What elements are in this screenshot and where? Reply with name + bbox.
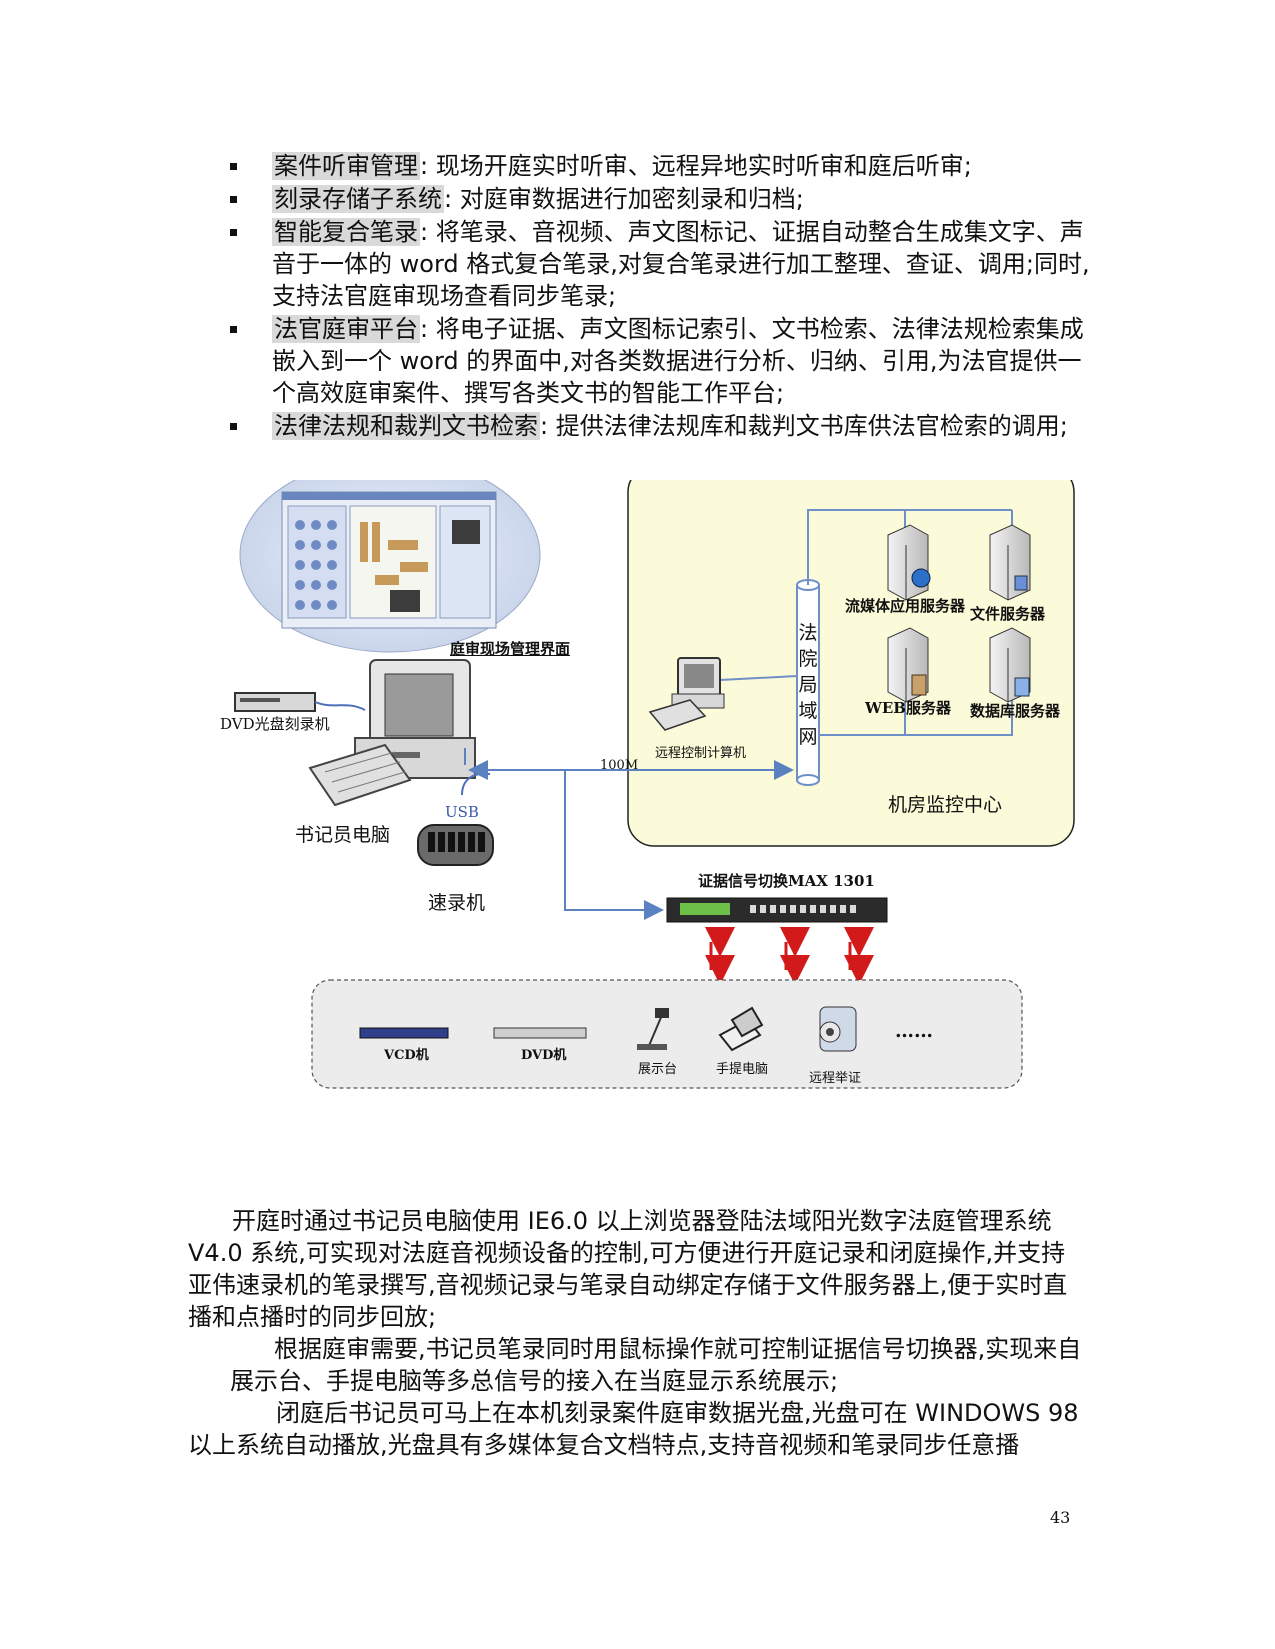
db-server-label: 数据库服务器 [970,702,1061,720]
remote-pc-label: 远程控制计算机 [655,746,747,761]
list-item-text: : 将笔录、音视频、声文图标记、证据自动整合生成集文字、声音于一体的 word … [272,218,1090,310]
bullet-square-icon [230,196,237,203]
lan-label: 法院局域网 [798,622,818,748]
device-icons [359,1006,857,1052]
list-item-text: : 提供法律法规库和裁判文书库供法官检索的调用; [540,412,1068,440]
list-item-text: : 现场开庭实时听审、远程异地实时听审和庭后听审; [420,152,972,180]
dvd-burner [234,692,366,712]
paragraph-3: 闭庭后书记员可马上在本机刻录案件庭审数据光盘,光盘可在 WINDOWS 98 以… [188,1399,1079,1459]
list-item-text: : 将电子证据、声文图标记索引、文书检索、法律法规检索集成嵌入到一个 word … [272,315,1084,407]
clerk-computer [308,659,476,807]
list-item: 案件听审管理: 现场开庭实时听审、远程异地实时听审和庭后听审; [230,150,1090,182]
file-server-label: 文件服务器 [970,605,1046,623]
system-architecture-diagram: 庭审现场管理界面 DVD光盘刻录机 书记员电脑 USB 速录机 100M 远程控… [200,480,1130,1145]
laptop-label: 手提电脑 [716,1062,769,1077]
paragraph-2: 根据庭审需要,书记员笔录同时用鼠标操作就可控制证据信号切换器,实现来自展示台、手… [230,1335,1082,1395]
list-item-term: 案件听审管理 [272,152,420,180]
usb-label: USB [445,803,479,821]
list-item-text: : 对庭审数据进行加密刻录和归档; [444,185,804,213]
list-item: 智能复合笔录: 将笔录、音视频、声文图标记、证据自动整合生成集文字、声音于一体的… [230,216,1090,312]
screen-caption: 庭审现场管理界面 [450,640,571,658]
list-item-term: 法律法规和裁判文书检索 [272,412,540,440]
remote-computer [648,657,725,731]
clerk-pc-label: 书记员电脑 [295,824,391,846]
projector-label: 展示台 [638,1062,678,1077]
list-item: 刻录存储子系统: 对庭审数据进行加密刻录和归档; [230,183,1090,215]
diagram-graphics [234,480,1075,1089]
bullet-square-icon [230,229,237,236]
vcd-label: VCD机 [384,1048,429,1063]
feature-list: 案件听审管理: 现场开庭实时听审、远程异地实时听审和庭后听审; 刻录存储子系统:… [230,150,1090,443]
monitor-center-label: 机房监控中心 [888,794,1003,816]
bullet-square-icon [230,163,237,170]
list-item: 法律法规和裁判文书检索: 提供法律法规库和裁判文书库供法官检索的调用; [230,410,1090,442]
streaming-server-label: 流媒体应用服务器 [845,597,966,615]
page-number: 43 [1050,1508,1071,1527]
list-item-term: 刻录存储子系统 [272,185,444,213]
switcher-label: 证据信号切换MAX 1301 [698,872,875,890]
monitoring-center-box [627,480,1075,847]
bullet-square-icon [230,326,237,333]
network-arrows [464,748,794,920]
dvd-label: DVD机 [521,1048,567,1063]
server-icons [887,524,1031,703]
dvd-burner-label: DVD光盘刻录机 [220,715,330,733]
list-item-term: 智能复合笔录 [272,218,420,246]
server-connections [719,509,1013,736]
list-item: 法官庭审平台: 将电子证据、声文图标记索引、文书检索、法律法规检索集成嵌入到一个… [230,313,1090,409]
remote-evidence-label: 远程举证 [809,1071,862,1086]
bidirectional-arrows [705,927,874,985]
screen-oval [239,480,541,653]
speed-label: 100M [600,758,639,773]
bullet-square-icon [230,423,237,430]
list-item-term: 法官庭审平台 [272,315,420,343]
stenotype-label: 速录机 [428,892,486,914]
web-server-label: WEB服务器 [865,699,951,717]
signal-switcher [666,897,888,923]
paragraph-1: 开庭时通过书记员电脑使用 IE6.0 以上浏览器登陆法域阳光数字法庭管理系统 V… [188,1207,1068,1331]
more-devices-label: …… [895,1020,933,1042]
